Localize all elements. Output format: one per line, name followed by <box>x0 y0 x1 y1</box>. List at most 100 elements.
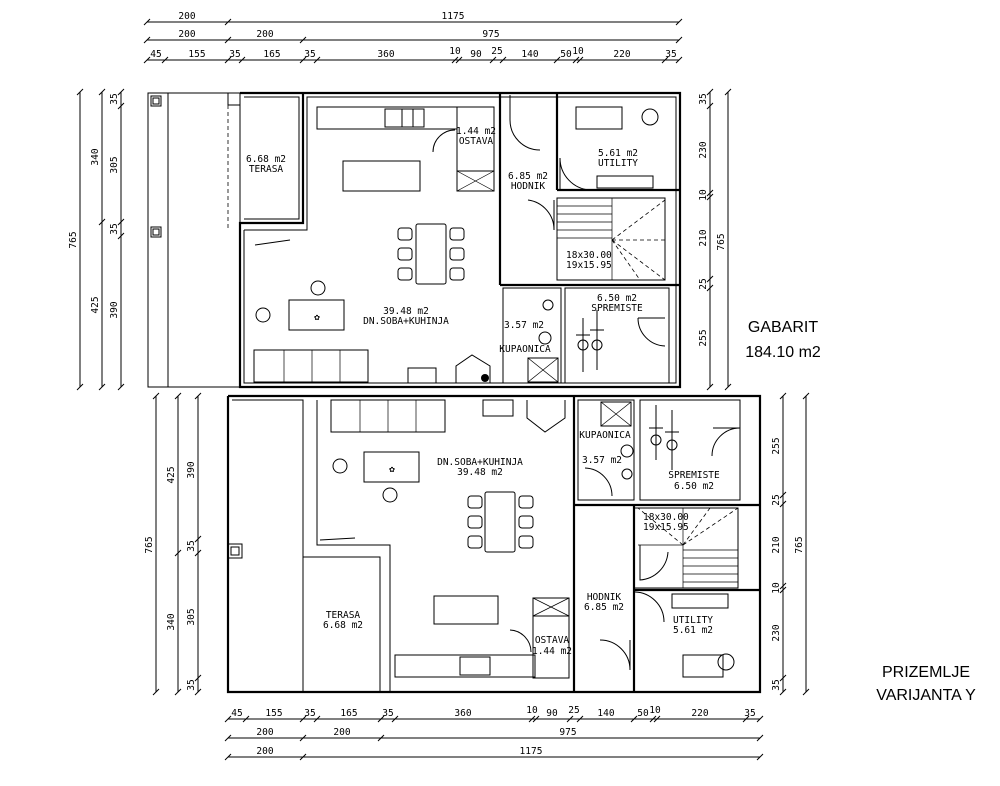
dim-top3-7: 90 <box>470 49 482 60</box>
dim-bot3-8: 25 <box>568 705 579 716</box>
label2-utility-area: 5.61 m2 <box>673 625 713 636</box>
label-stairs-a: 18x30.00 <box>566 250 612 261</box>
label-terasa-area: 6.68 m2 <box>246 154 286 165</box>
dim-left-35b: 35 <box>109 223 120 234</box>
dim-right2-total: 765 <box>794 536 805 553</box>
floor-label: PRIZEMLJE <box>882 664 970 681</box>
dim-bot3-3: 165 <box>340 708 357 719</box>
label-hodnik-area: 6.85 m2 <box>508 171 548 182</box>
lower-dining-chairs <box>467 495 534 549</box>
dim-bot3-11: 10 <box>649 705 661 716</box>
dim-bot2-c: 975 <box>559 727 576 738</box>
dim-top3-2: 35 <box>229 49 240 60</box>
left-dimensions-lower: 765 425 340 390 35 305 35 <box>144 392 202 696</box>
dim-top3-11: 10 <box>572 46 584 57</box>
label2-living-name: DN.SOBA+KUHINJA <box>437 457 523 468</box>
label-ostava-area: 1.44 m2 <box>456 126 496 137</box>
dim-bot3-0: 45 <box>231 708 242 719</box>
label2-living-area: 39.48 m2 <box>457 467 503 478</box>
dim-bot3-9: 140 <box>597 708 614 719</box>
dim-top-200: 200 <box>178 11 195 22</box>
dim-right2-10: 10 <box>771 582 782 594</box>
dim-left2-305: 305 <box>186 608 197 625</box>
dim-bot3-10: 50 <box>637 708 649 719</box>
dim-left-305: 305 <box>109 156 120 173</box>
upper-stair-treads <box>557 198 666 281</box>
variant-label: VARIJANTA Y <box>876 687 976 704</box>
dim-left2-390: 390 <box>186 461 197 478</box>
dim-right-25: 25 <box>698 278 709 289</box>
label2-kupaonica-name: KUPAONICA <box>579 430 631 441</box>
gabarit-label: GABARIT <box>748 319 818 336</box>
dim-bot3-2: 35 <box>304 708 315 719</box>
dim-top3-0: 45 <box>150 49 161 60</box>
lower-unit-walls: ✿ <box>226 394 762 694</box>
dim-right2-255: 255 <box>771 437 782 454</box>
dim-left2-425: 425 <box>166 466 177 483</box>
bottom-dimensions: 45 155 35 165 35 360 10 90 25 140 50 10 … <box>224 705 764 761</box>
dim-top3-1: 155 <box>188 49 205 60</box>
label2-ostava-name: OSTAVA <box>535 635 570 646</box>
dim-top3-8: 25 <box>491 46 502 57</box>
label2-hodnik-name: HODNIK <box>587 592 622 603</box>
dim-left-340: 340 <box>90 148 101 165</box>
label2-utility-name: UTILITY <box>673 615 713 626</box>
upper-room-labels: 6.68 m2 TERASA 1.44 m2 OSTAVA 6.85 m2 HO… <box>246 126 643 355</box>
label-kupaonica-area: 3.57 m2 <box>504 320 544 331</box>
dim-right2-230: 230 <box>771 624 782 641</box>
upper-bike-symbols <box>576 310 604 372</box>
lower-room-labels: DN.SOBA+KUHINJA 39.48 m2 KUPAONICA 3.57 … <box>323 430 720 657</box>
upper-unit-walls: ✿ <box>147 91 682 389</box>
dim-bot3-12: 220 <box>691 708 708 719</box>
dim-bot3-6: 10 <box>526 705 538 716</box>
gabarit-area: 184.10 m2 <box>745 344 821 361</box>
dim-top3-10: 50 <box>560 49 572 60</box>
label-utility-area: 5.61 m2 <box>598 148 638 159</box>
dim-bot3-7: 90 <box>546 708 558 719</box>
dim-bot3-1: 155 <box>265 708 282 719</box>
right-dimensions-upper: 35 230 10 210 25 255 765 <box>698 88 732 391</box>
label2-terasa-area: 6.68 m2 <box>323 620 363 631</box>
summary-labels: GABARIT 184.10 m2 PRIZEMLJE VARIJANTA Y <box>745 319 976 704</box>
dim-left2-total: 765 <box>144 536 155 553</box>
dim-top2-a: 200 <box>178 29 195 40</box>
dim-right2-210: 210 <box>771 536 782 553</box>
dim-top2-b: 200 <box>256 29 273 40</box>
upper-dining-chairs <box>397 227 465 281</box>
dim-bot3-5: 360 <box>454 708 471 719</box>
dim-top-total: 1175 <box>442 11 465 22</box>
label2-stairs-a: 18x30.00 <box>643 512 689 523</box>
label2-kupaonica-area: 3.57 m2 <box>582 455 622 466</box>
top-dimensions: 200 1175 200 200 975 45 155 35 165 35 36… <box>143 11 683 64</box>
label-living-name: DN.SOBA+KUHINJA <box>363 316 449 327</box>
dim-top2-c: 975 <box>482 29 499 40</box>
dim-left-390: 390 <box>109 301 120 318</box>
plant-icon-lower: ✿ <box>389 464 395 475</box>
dim-top3-5: 360 <box>377 49 394 60</box>
label2-spremiste-name: SPREMISTE <box>668 470 720 481</box>
dim-right-210: 210 <box>698 229 709 246</box>
dim-left-total: 765 <box>68 231 79 248</box>
dim-bot-total: 1175 <box>520 746 543 757</box>
label2-hodnik-area: 6.85 m2 <box>584 602 624 613</box>
dim-left-425: 425 <box>90 296 101 313</box>
label-living-area: 39.48 m2 <box>383 306 429 317</box>
dim-bot3-4: 35 <box>382 708 393 719</box>
dim-right-35: 35 <box>698 93 709 104</box>
label-kupaonica-name: KUPAONICA <box>499 344 551 355</box>
dim-top3-9: 140 <box>521 49 538 60</box>
dim-top3-4: 35 <box>304 49 315 60</box>
dim-bot3-13: 35 <box>744 708 755 719</box>
dim-top3-6: 10 <box>449 46 461 57</box>
dim-right2-35: 35 <box>771 679 782 690</box>
dim-top3-12: 220 <box>613 49 630 60</box>
dim-right2-25: 25 <box>771 494 782 505</box>
dim-right-total: 765 <box>716 233 727 250</box>
label-spremiste-area: 6.50 m2 <box>597 293 637 304</box>
dim-left2-340: 340 <box>166 613 177 630</box>
label-stairs-b: 19x15.95 <box>566 260 612 271</box>
label-spremiste-name: SPREMISTE <box>591 303 643 314</box>
dim-left-35a: 35 <box>109 93 120 104</box>
label-hodnik-name: HODNIK <box>511 181 546 192</box>
left-dimensions-upper: 765 340 425 35 305 35 390 <box>68 88 125 391</box>
